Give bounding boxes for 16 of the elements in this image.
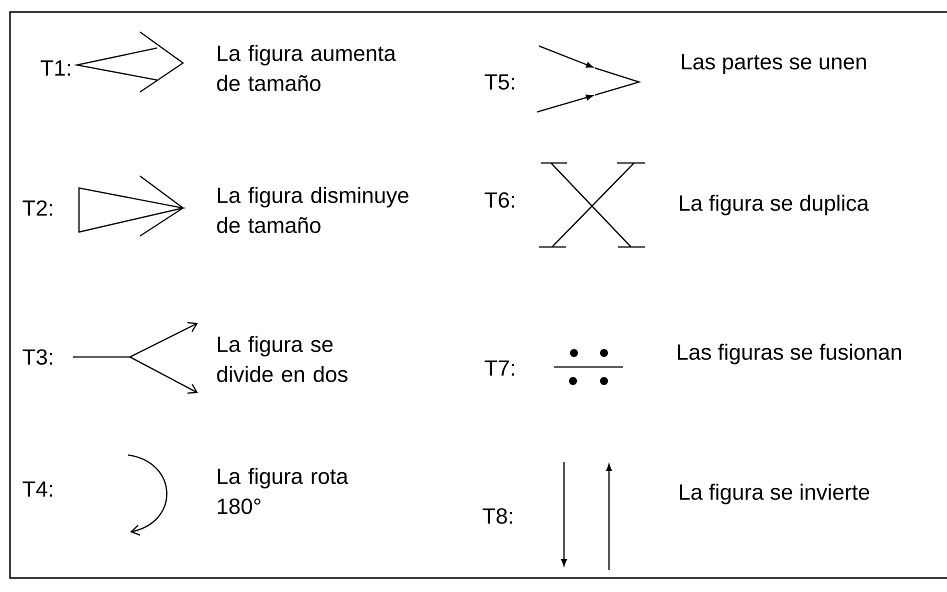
symbol-code: T5: [484, 74, 514, 90]
description-text: La figura se duplica [680, 194, 869, 216]
symbol-code: T1: [40, 60, 70, 76]
description-text: La figura disminuye de tamaño [217, 186, 408, 234]
symbol-code: T4: [22, 481, 52, 497]
symbol-code: T8: [482, 508, 512, 524]
description-text: Las partes se unen [682, 54, 866, 74]
description-text: La figura se invierte [680, 484, 870, 504]
description-text: Las figuras se fusionan [678, 344, 901, 364]
symbol-code: T2: [22, 200, 52, 216]
description-text: La figura rota 180° [218, 468, 348, 514]
description-text: La figura aumenta de tamaño [217, 44, 396, 92]
symbol-code: T3: [22, 349, 52, 365]
symbol-code: T6: [484, 192, 514, 208]
symbol-code: T7: [484, 360, 514, 376]
description-text: La figura se divide en dos [217, 336, 348, 382]
